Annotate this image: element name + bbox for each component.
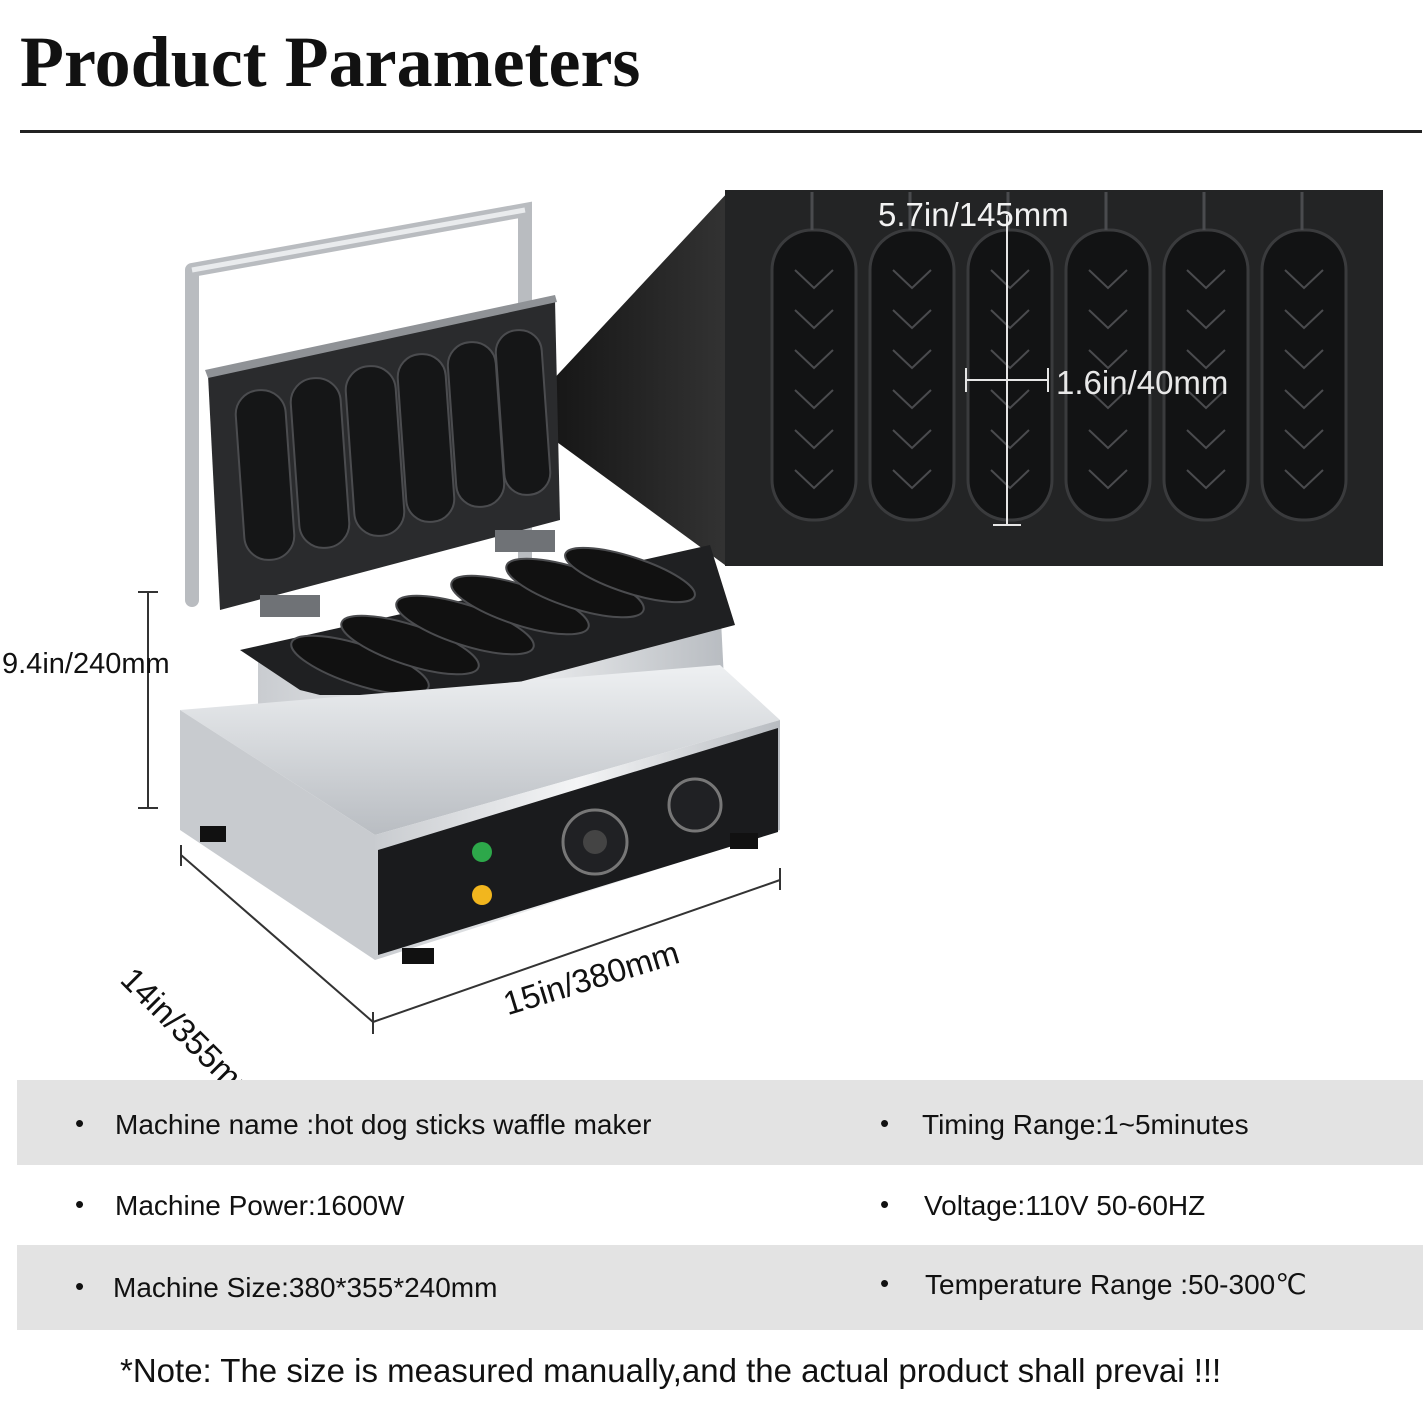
bullet-icon: • <box>880 1268 890 1298</box>
bullet-icon: • <box>880 1108 890 1138</box>
slot-width-dimension-label: 1.6in/40mm <box>1056 364 1229 401</box>
spec-machine-size: Machine Size:380*355*240mm <box>113 1272 498 1303</box>
spec-voltage: Voltage:110V 50-60HZ <box>924 1190 1206 1221</box>
plate-width-dimension-label: 5.7in/145mm <box>878 196 1069 233</box>
zoom-cone <box>520 190 730 565</box>
spec-row-1 <box>17 1080 1423 1165</box>
page-title: Product Parameters <box>20 22 641 102</box>
product-illustration <box>138 190 1383 1034</box>
bullet-icon: • <box>880 1189 890 1219</box>
height-dimension-label: 9.4in/240mm <box>2 648 170 680</box>
spec-machine-power: Machine Power:1600W <box>115 1190 405 1221</box>
bullet-icon: • <box>75 1108 85 1138</box>
spec-row-3 <box>17 1245 1423 1330</box>
bullet-icon: • <box>75 1271 85 1301</box>
spec-machine-name: Machine name :hot dog sticks waffle make… <box>115 1109 652 1140</box>
bullet-icon: • <box>75 1189 85 1219</box>
dimension-lines <box>138 591 781 1034</box>
size-note: *Note: The size is measured manually,and… <box>120 1352 1222 1389</box>
title-divider <box>20 130 1422 133</box>
zoomed-mold-plate <box>725 190 1383 566</box>
waffle-machine <box>180 201 780 964</box>
spec-temperature-range: Temperature Range :50-300℃ <box>925 1269 1307 1300</box>
spec-timing-range: Timing Range:1~5minutes <box>922 1109 1249 1140</box>
